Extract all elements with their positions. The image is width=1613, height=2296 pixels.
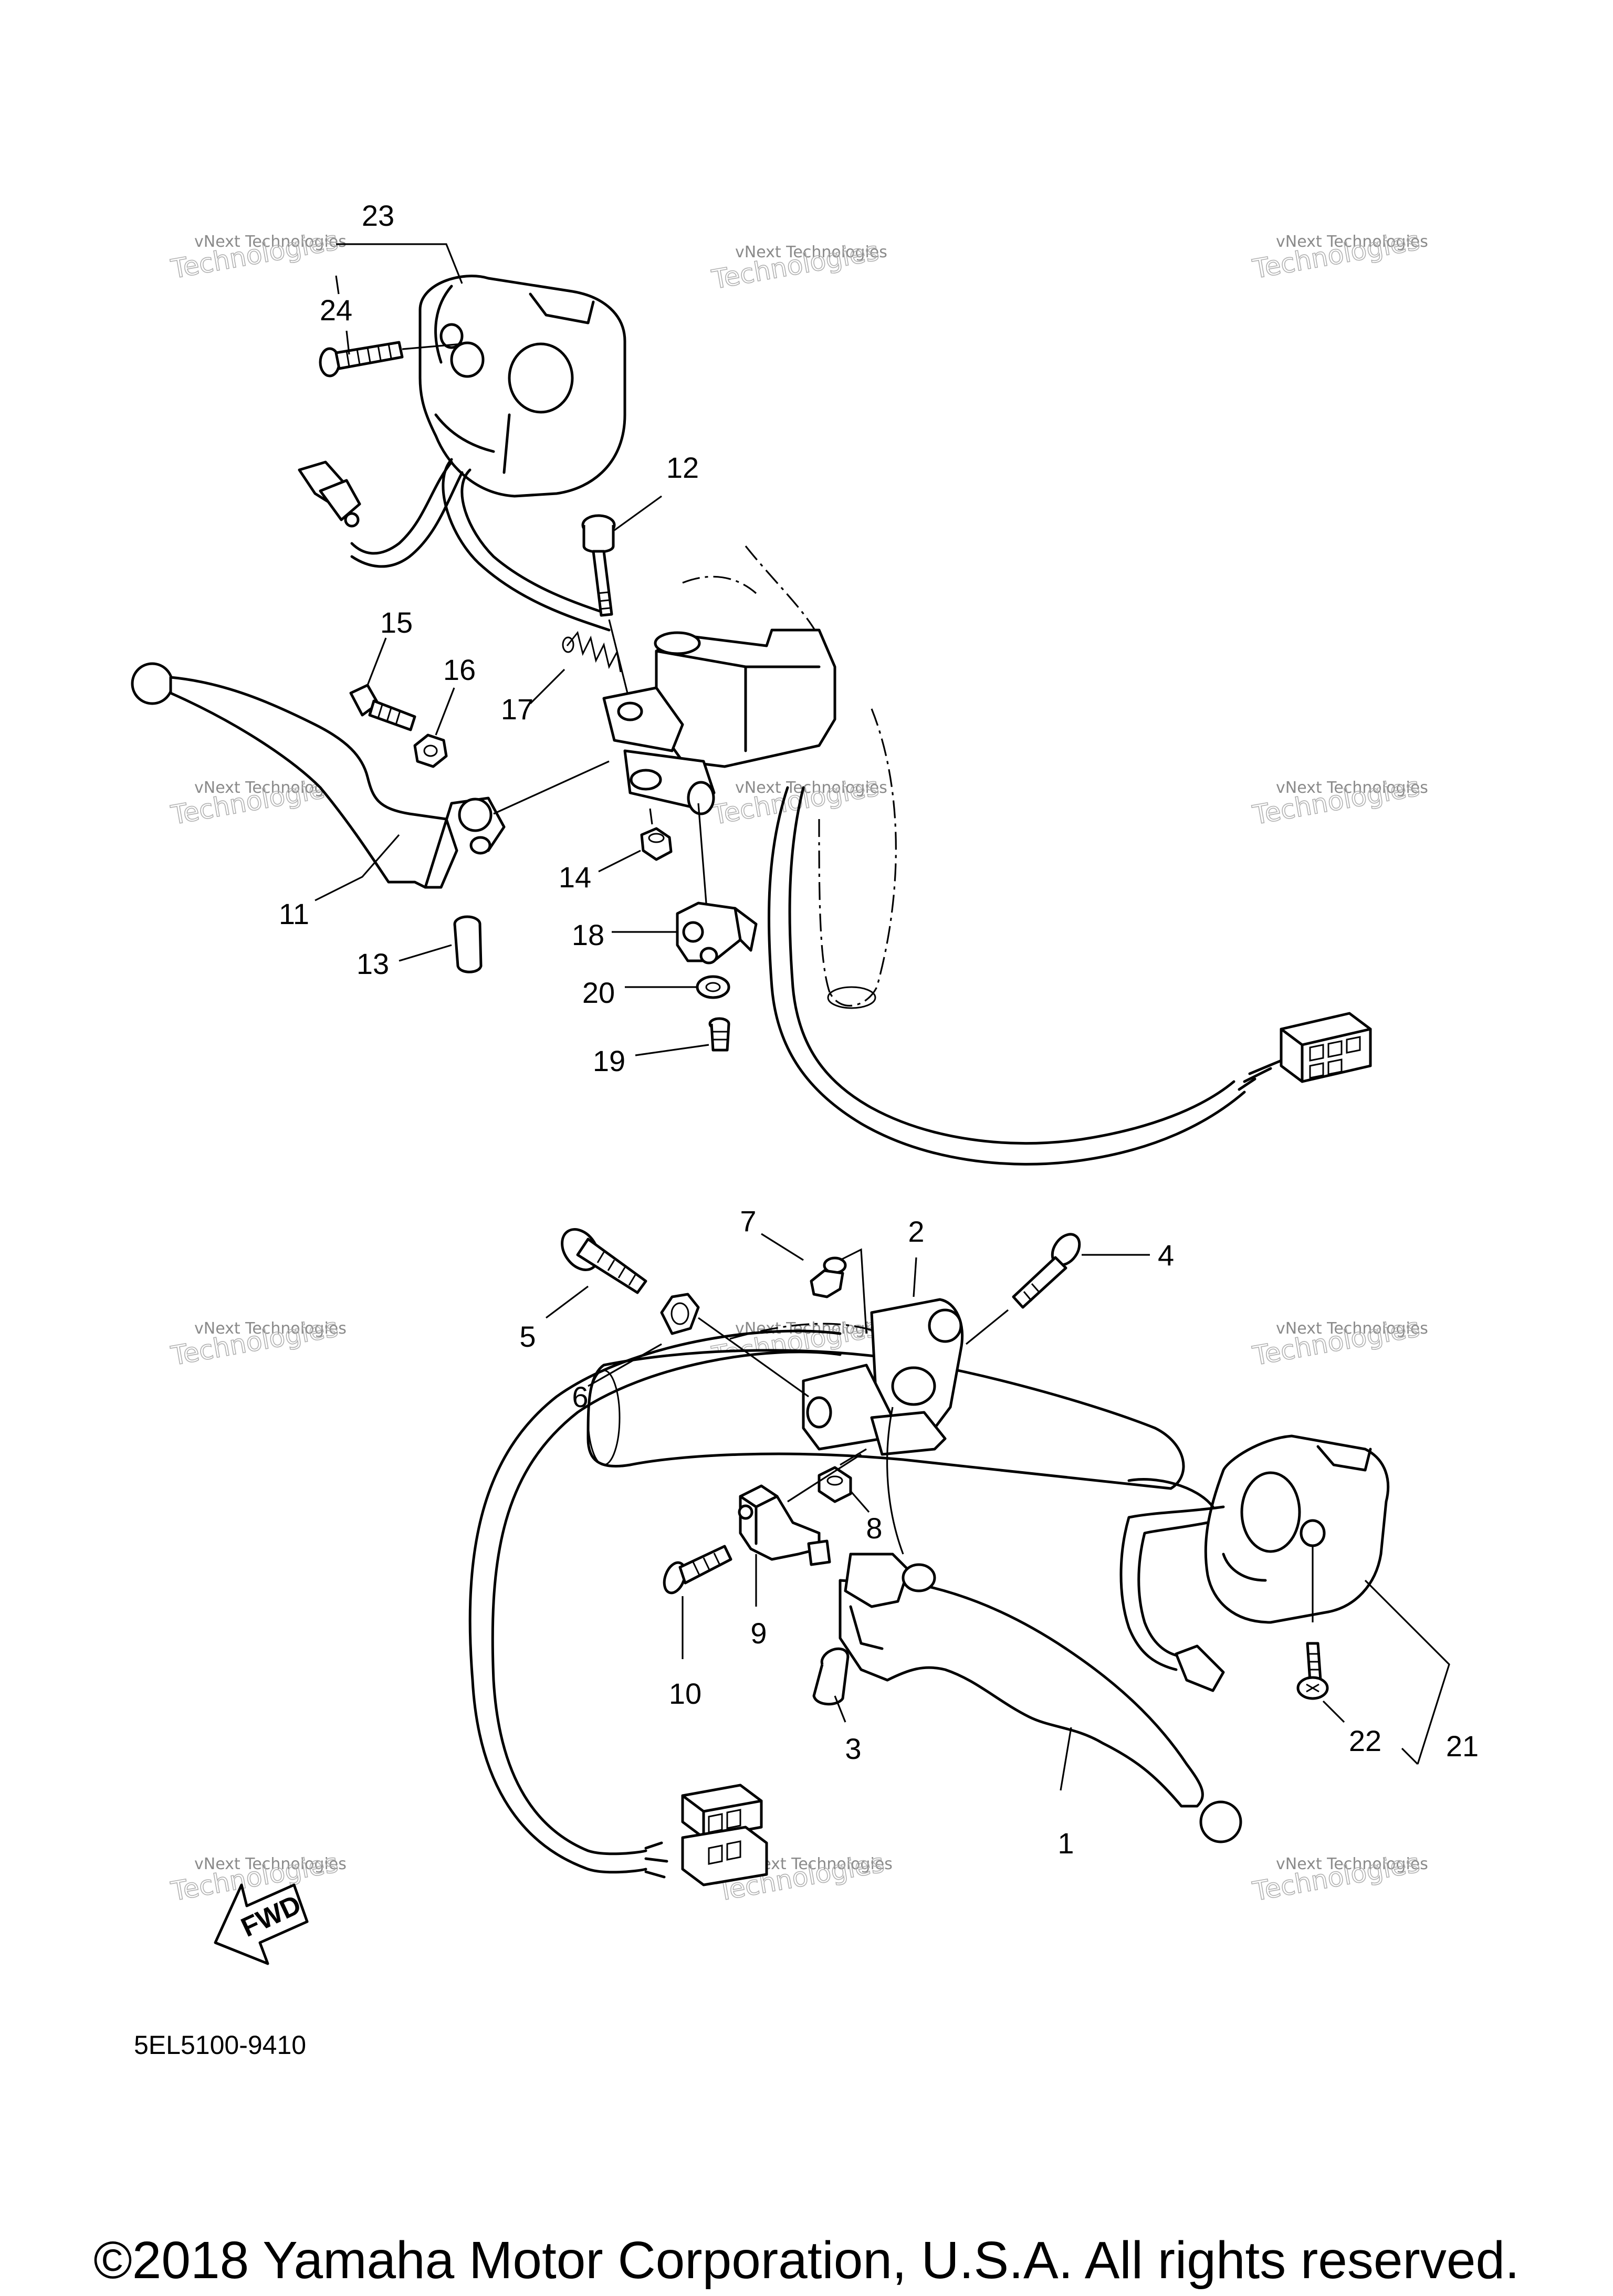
svg-text:vNext Technologies: vNext Technologies: [735, 243, 887, 261]
part-label: 4: [1158, 1239, 1174, 1272]
clutch-switch-18: [612, 803, 758, 964]
spring-17: [529, 631, 622, 705]
switch-wire-upper: [298, 458, 611, 632]
part-label: 16: [443, 653, 476, 686]
bolt-4: [965, 1233, 1150, 1345]
part-label: 22: [1349, 1724, 1381, 1757]
upper-assembly: [131, 275, 1372, 1166]
nut-16: [413, 687, 455, 768]
collar-13: [315, 834, 483, 973]
part-label: 1: [1057, 1827, 1074, 1860]
part-labels: 1 2 3 4 5 6 7 8 9 10 11 12 13 14 15 16 1…: [279, 199, 1479, 1860]
part-label: 15: [380, 606, 413, 639]
svg-text:vNext Technologies: vNext Technologies: [1276, 1319, 1428, 1338]
screw-10: [663, 1545, 732, 1659]
lever-holder-upper: [602, 628, 836, 815]
watermark: vNext Technologies Technologies: [168, 225, 347, 285]
part-label: 8: [866, 1512, 882, 1545]
svg-text:vNext Technologies: vNext Technologies: [1276, 233, 1428, 251]
svg-text:vNext Technologies: vNext Technologies: [194, 1855, 347, 1873]
screw-7: [761, 1233, 867, 1334]
svg-text:vNext Technologies: vNext Technologies: [1276, 779, 1428, 797]
watermark: vNext Technologies Technologies: [168, 1312, 347, 1372]
svg-text:vNext Technologies: vNext Technologies: [735, 1319, 887, 1338]
svg-text:vNext Technologies: vNext Technologies: [194, 1319, 347, 1338]
switch-wire-lower: [1119, 1478, 1225, 1692]
part-label: 17: [501, 693, 533, 726]
svg-text:vNext Technologies: vNext Technologies: [735, 779, 887, 797]
watermark: vNext Technologies Technologies: [1250, 771, 1428, 831]
part-label: 3: [845, 1732, 861, 1765]
switch-harness-lower: [468, 1329, 842, 1886]
part-label: 13: [357, 947, 389, 980]
leader-24: [335, 275, 340, 295]
part-label: 7: [740, 1204, 756, 1238]
bolt-5: [546, 1228, 647, 1319]
switch-harness-upper: [767, 786, 1372, 1166]
watermark: vNext Technologies Technologies: [709, 235, 887, 296]
part-label: 24: [320, 293, 352, 327]
svg-text:vNext Technologies: vNext Technologies: [194, 233, 347, 251]
leader-22: [1322, 1700, 1345, 1723]
part-label: 5: [519, 1320, 536, 1353]
handlebar-switch-21: [1204, 1434, 1450, 1765]
clutch-lever-11: [131, 662, 610, 889]
watermark: vNext Technologies Technologies: [709, 771, 887, 831]
bolt-15: [349, 637, 416, 731]
brake-lever-1: [839, 1553, 1242, 1843]
screw-24: [319, 341, 463, 378]
part-label: 12: [666, 451, 699, 484]
washer-20: [625, 975, 730, 999]
handlebar-switch-23: [418, 275, 626, 498]
fwd-arrow-icon: FWD: [214, 1883, 309, 1965]
part-label: 19: [593, 1044, 625, 1077]
watermark: vNext Technologies Technologies: [1250, 1312, 1428, 1372]
handlebar-upper: [682, 575, 897, 1009]
copyright-notice: ©2018 Yamaha Motor Corporation, U.S.A. A…: [93, 2231, 1520, 2290]
watermark: vNext Technologies Technologies: [168, 1847, 347, 1907]
bolt-12: [581, 495, 662, 694]
screw-22: [1296, 1642, 1329, 1700]
screw-19: [635, 1017, 730, 1056]
leader-23: [336, 243, 463, 284]
leader-24b: [345, 330, 350, 355]
part-label: 21: [1446, 1729, 1479, 1763]
part-label: 9: [750, 1617, 767, 1650]
nut-14: [598, 808, 673, 873]
nut-6: [588, 1293, 809, 1398]
part-label: 23: [362, 199, 394, 232]
part-label: 14: [559, 861, 591, 894]
part-label: 6: [572, 1380, 588, 1413]
collar-3: [812, 1647, 850, 1723]
part-label: 10: [669, 1677, 701, 1710]
brake-switch-9: [738, 1453, 862, 1607]
part-label: 11: [279, 897, 309, 930]
watermark: vNext Technologies Technologies: [1250, 225, 1428, 285]
brake-holder-2: [802, 1257, 964, 1555]
svg-text:vNext Technologies: vNext Technologies: [1276, 1855, 1428, 1873]
part-label: 20: [582, 976, 615, 1009]
lower-assembly: FWD: [214, 1228, 1450, 1965]
part-label: 2: [908, 1215, 924, 1248]
part-label: 18: [572, 918, 604, 951]
watermark: vNext Technologies Technologies: [1250, 1847, 1428, 1907]
nut-8: [818, 1448, 870, 1513]
diagram-code: 5EL5100-9410: [134, 2030, 306, 2060]
